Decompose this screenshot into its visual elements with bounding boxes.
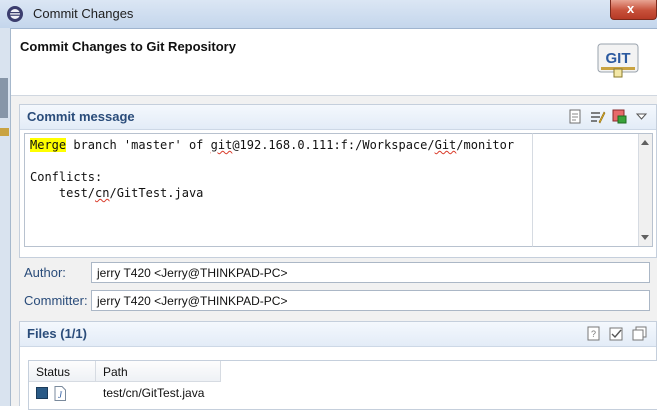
- page-title: Commit Changes to Git Repository: [20, 39, 236, 54]
- files-section: Files (1/1) ? Status Path J test/cn/GitT…: [19, 321, 657, 410]
- svg-text:J: J: [58, 390, 63, 400]
- file-path: test/cn/GitTest.java: [103, 386, 205, 400]
- background-window-strip: [0, 28, 11, 406]
- author-field[interactable]: jerry T420 <Jerry@THINKPAD-PC>: [91, 262, 650, 283]
- window-title: Commit Changes: [33, 6, 134, 21]
- committer-field[interactable]: jerry T420 <Jerry@THINKPAD-PC>: [91, 290, 650, 311]
- select-all-icon[interactable]: [608, 325, 625, 342]
- file-include-checkbox[interactable]: [36, 387, 48, 399]
- commit-message-scrollbar[interactable]: [532, 133, 653, 247]
- scroll-down-icon[interactable]: [641, 235, 649, 240]
- deselect-all-icon[interactable]: [631, 325, 648, 342]
- java-file-icon: J: [54, 386, 66, 401]
- files-title: Files (1/1): [27, 326, 87, 341]
- column-header-path[interactable]: Path: [96, 361, 221, 382]
- author-label: Author:: [24, 265, 66, 280]
- amend-icon[interactable]: [589, 108, 606, 125]
- signoff-icon[interactable]: [611, 108, 628, 125]
- window-titlebar: Commit Changes x: [0, 0, 657, 29]
- close-button[interactable]: x: [610, 0, 657, 20]
- commit-message-title: Commit message: [27, 109, 135, 124]
- scroll-up-icon[interactable]: [641, 140, 649, 145]
- table-row[interactable]: J test/cn/GitTest.java: [29, 382, 657, 406]
- commit-message-input[interactable]: Merge branch 'master' of git@192.168.0.1…: [24, 133, 534, 247]
- close-icon: x: [627, 1, 635, 16]
- spellcheck-icon[interactable]: [567, 108, 584, 125]
- conflicts-label: Conflicts:: [30, 170, 103, 184]
- dropdown-icon[interactable]: [633, 108, 650, 125]
- git-logo-icon: GIT: [597, 43, 639, 78]
- svg-text:?: ?: [591, 329, 596, 339]
- commit-message-section: Commit message Merge branch 'master' of …: [19, 104, 657, 258]
- files-table: Status Path J test/cn/GitTest.java: [28, 360, 657, 410]
- merge-word: Merge: [30, 138, 67, 152]
- dialog-header: Commit Changes to Git Repository GIT: [11, 29, 657, 96]
- eclipse-app-icon: [7, 6, 23, 22]
- column-header-status[interactable]: Status: [29, 361, 96, 382]
- show-untracked-icon[interactable]: ?: [585, 325, 602, 342]
- commit-message-section-header: Commit message: [20, 105, 656, 130]
- committer-label: Committer:: [24, 293, 88, 308]
- files-section-header: Files (1/1) ?: [20, 322, 656, 347]
- svg-text:GIT: GIT: [606, 50, 631, 67]
